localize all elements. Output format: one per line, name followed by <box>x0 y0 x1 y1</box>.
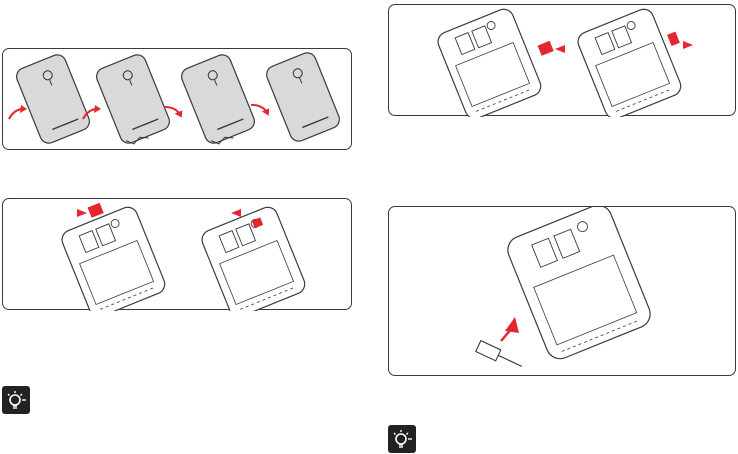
phone-open-step-1 <box>435 6 544 117</box>
sim-card-illustration <box>3 199 353 311</box>
phone-open-step-1 <box>59 204 168 311</box>
arrow-icon <box>77 209 87 217</box>
battery-connector <box>476 341 525 372</box>
microsd-card-inserted <box>667 32 680 46</box>
sim-card <box>88 203 104 218</box>
arrow-icon <box>231 209 241 217</box>
arrow-icon <box>683 41 693 49</box>
back-cover-illustration <box>3 49 353 151</box>
cover-step-1 <box>14 52 92 146</box>
cover-step-2 <box>94 52 173 148</box>
arrow-icon <box>505 317 519 333</box>
microsd-illustration <box>389 5 737 117</box>
figure-insert-sim-card <box>2 198 352 310</box>
figure-insert-battery <box>388 206 736 376</box>
lightbulb-tip-icon <box>388 425 416 453</box>
figure-remove-back-cover <box>2 48 352 150</box>
arrow-icon <box>9 105 27 119</box>
arrow-icon <box>251 98 272 121</box>
figure-insert-microsd-card <box>388 4 736 116</box>
arrow-icon <box>555 45 565 53</box>
phone-open <box>504 207 655 363</box>
phone-open-step-2 <box>575 6 684 117</box>
cover-step-4 <box>264 50 342 144</box>
microsd-card <box>538 41 554 56</box>
lightbulb-tip-icon <box>2 386 30 414</box>
cover-step-3 <box>179 52 258 148</box>
battery-illustration <box>389 207 737 377</box>
